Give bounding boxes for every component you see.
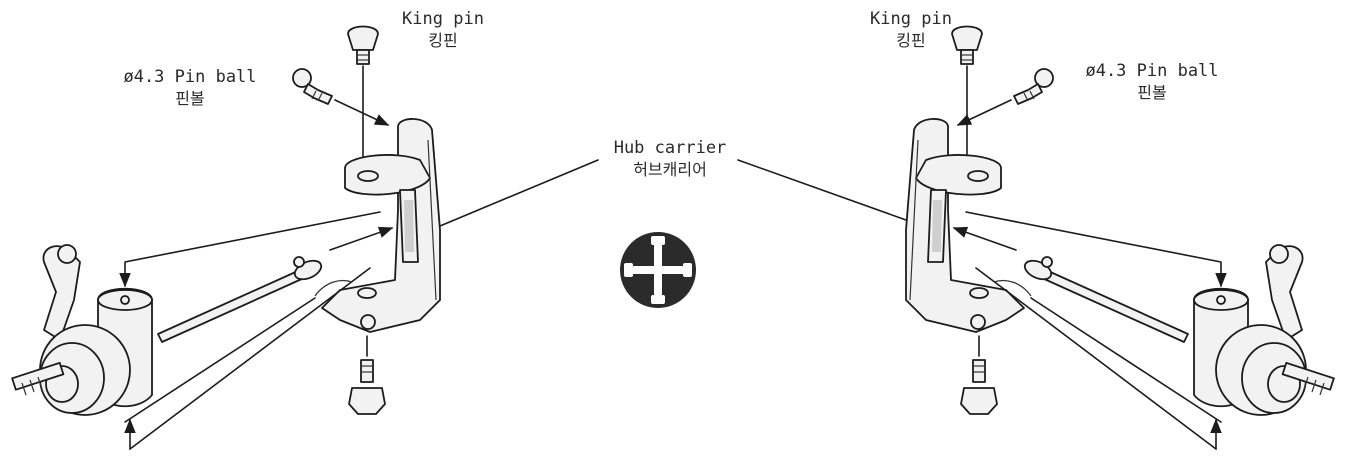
pin-ball-label-left-ko: 핀볼	[175, 89, 205, 108]
left-pin-ball	[292, 68, 333, 105]
left-king-pin-bottom	[348, 359, 386, 415]
pin-ball-label-right-ko: 핀볼	[1137, 83, 1167, 102]
pin-ball-label-right-en: ø4.3 Pin ball	[1085, 61, 1219, 81]
right-hub-knuckle	[1193, 244, 1335, 416]
right-king-pin-bottom	[960, 359, 998, 415]
right-hub-carrier	[905, 118, 1025, 333]
hub-carrier-label: Hub carrier 허브캐리어	[590, 137, 750, 181]
left-king-pin-top	[347, 25, 379, 65]
cross-wrench-icon	[620, 232, 696, 308]
pin-ball-label-right: ø4.3 Pin ball 핀볼	[1062, 60, 1242, 104]
king-pin-label-left: King pin 킹핀	[388, 8, 498, 52]
right-tie-rod	[1023, 256, 1189, 343]
king-pin-label-left-en: King pin	[402, 9, 484, 29]
right-pin-ball	[1013, 68, 1054, 105]
king-pin-label-left-ko: 킹핀	[428, 31, 458, 50]
left-hub-carrier	[321, 118, 441, 333]
hub-carrier-label-ko: 허브캐리어	[633, 160, 707, 179]
hub-carrier-leader-left	[439, 159, 599, 227]
right-assembly	[905, 25, 1335, 450]
hub-carrier-leader-right	[737, 159, 907, 221]
king-pin-label-right-ko: 킹핀	[896, 31, 926, 50]
pin-ball-label-left-en: ø4.3 Pin ball	[123, 67, 257, 87]
king-pin-label-right-en: King pin	[870, 9, 952, 29]
left-assembly	[11, 25, 441, 450]
pin-ball-label-left: ø4.3 Pin ball 핀볼	[100, 66, 280, 110]
right-king-pin-top	[951, 25, 983, 65]
king-pin-label-right: King pin 킹핀	[856, 8, 966, 52]
left-hub-knuckle	[11, 244, 153, 416]
hub-carrier-label-en: Hub carrier	[613, 138, 727, 158]
left-tie-rod	[157, 256, 323, 343]
